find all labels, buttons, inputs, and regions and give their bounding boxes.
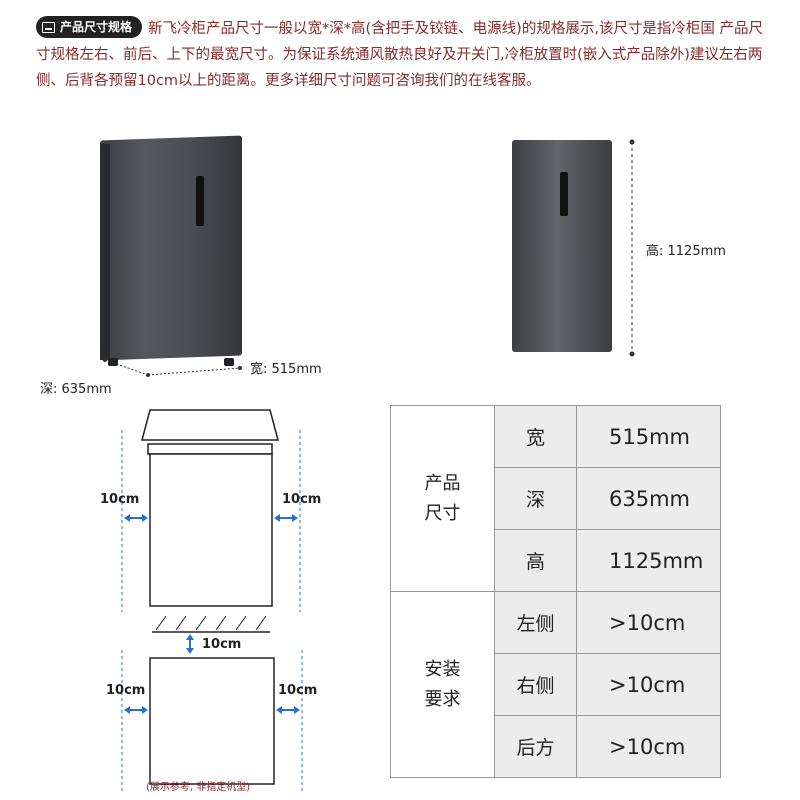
fridge-body	[100, 135, 242, 361]
install-value-left: >10cm	[576, 591, 721, 654]
fridge-front-image	[100, 135, 242, 366]
install-value-back: >10cm	[576, 715, 721, 778]
front-view-diagram	[121, 409, 301, 612]
fridge-front-view-image	[512, 140, 612, 358]
height-dimension-line	[629, 139, 635, 357]
header: 产品尺寸规格 新飞冷柜产品尺寸一般以宽*深*高(含把手及铰链、电源线)的规格展示…	[36, 16, 776, 94]
fridge-control-panel	[196, 176, 204, 226]
fridge-control-panel-flat	[560, 172, 568, 216]
top-view-diagram	[121, 615, 303, 792]
spec-tag: 产品尺寸规格	[36, 16, 143, 38]
install-key-left: 左侧	[494, 591, 577, 654]
size-key-height: 高	[494, 529, 577, 592]
table-row: 安装 要求 左侧 >10cm	[390, 591, 721, 778]
front-left-clearance: 10cm	[100, 492, 140, 507]
table-row: 后方 >10cm	[391, 715, 721, 778]
fridge-feet	[104, 358, 238, 366]
size-value-height: 1125mm	[576, 529, 721, 592]
depth-label: 深: 635mm	[40, 382, 112, 397]
size-key-width: 宽	[494, 405, 577, 468]
spec-table: 产品 尺寸 宽 515mm 深 635mm 高 1125mm 安装 要求 左侧 …	[390, 405, 721, 778]
install-key-right: 右侧	[494, 653, 577, 716]
install-group-cell: 安装 要求	[390, 591, 495, 778]
top-back-clearance: 10cm	[202, 637, 242, 652]
table-row: 右侧 >10cm	[391, 653, 721, 716]
notice-text: 新飞冷柜产品尺寸一般以宽*深*高(含把手及铰链、电源线)的规格展示,该尺寸是指冷…	[36, 21, 764, 89]
fridge-side-edge	[100, 144, 110, 360]
top-right-clearance: 10cm	[278, 683, 318, 698]
size-key-depth: 深	[494, 467, 577, 530]
table-row: 高 1125mm	[391, 529, 721, 592]
width-label: 宽: 515mm	[250, 362, 322, 377]
size-value-depth: 635mm	[576, 467, 721, 530]
ruler-box-icon	[42, 21, 55, 33]
spec-tag-label: 产品尺寸规格	[60, 20, 133, 34]
front-right-clearance: 10cm	[282, 492, 322, 507]
size-value-width: 515mm	[576, 405, 721, 468]
diagram-caption: (展示参考, 非指定机型)	[146, 782, 251, 793]
clearance-diagrams	[121, 409, 303, 792]
front-dimension-lines	[103, 358, 242, 377]
table-row: 产品 尺寸 宽 515mm	[390, 405, 721, 592]
notice-paragraph: 产品尺寸规格 新飞冷柜产品尺寸一般以宽*深*高(含把手及铰链、电源线)的规格展示…	[36, 16, 776, 94]
height-label: 高: 1125mm	[646, 244, 726, 259]
top-left-clearance: 10cm	[106, 683, 146, 698]
install-key-back: 后方	[494, 715, 577, 778]
install-value-right: >10cm	[576, 653, 721, 716]
size-group-cell: 产品 尺寸	[390, 405, 495, 592]
